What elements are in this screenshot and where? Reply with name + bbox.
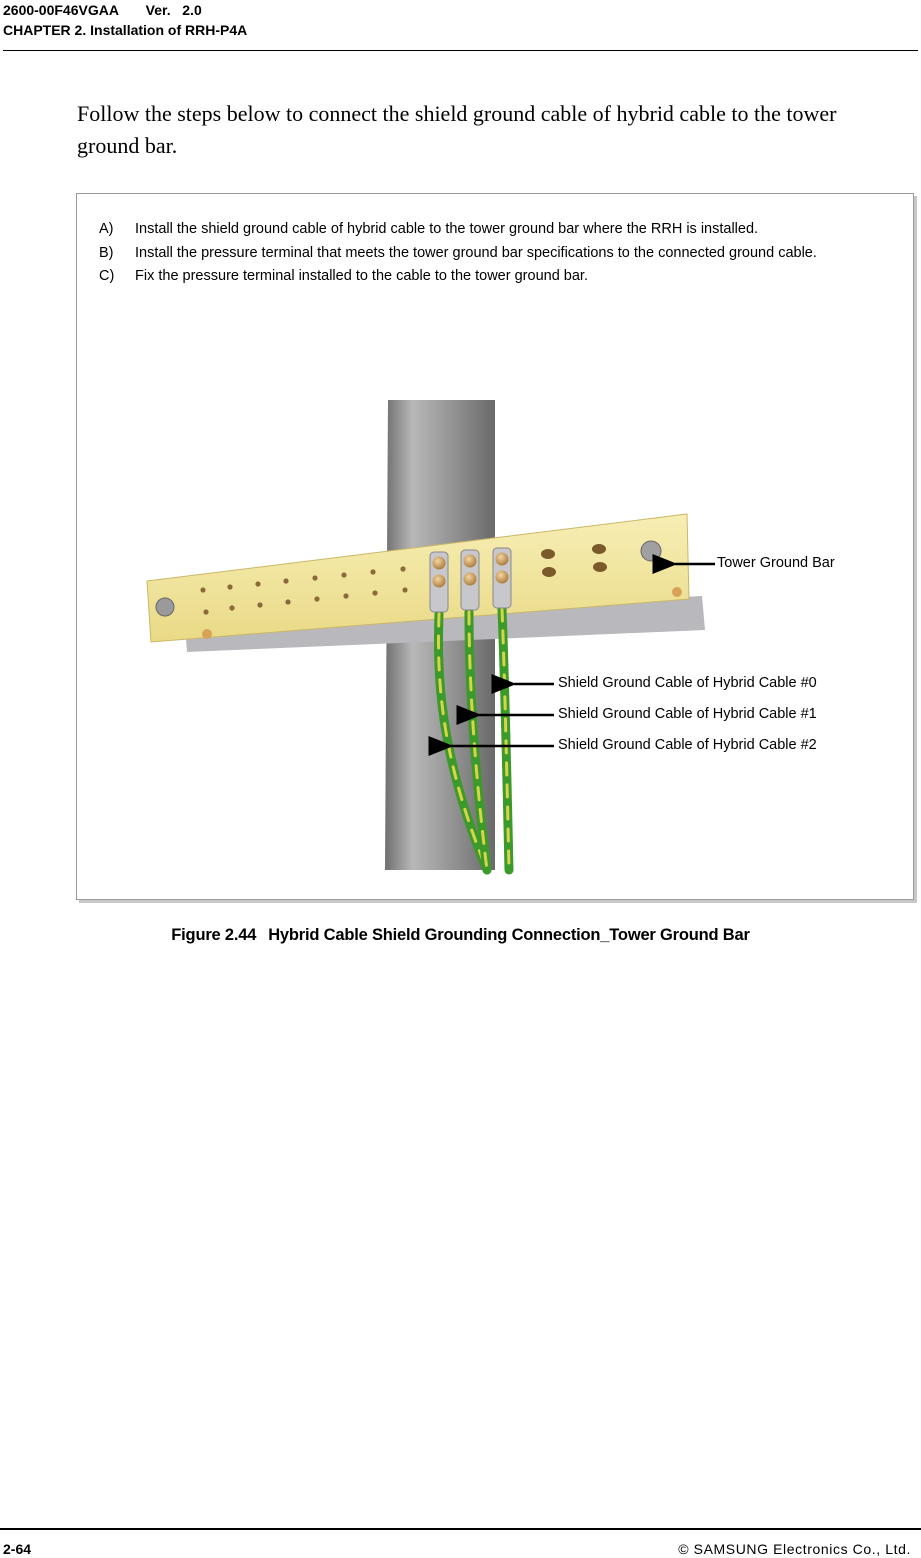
mounting-bolt-right — [640, 540, 662, 562]
header-version: 2.0 — [182, 2, 202, 18]
step-c: C) Fix the pressure terminal installed t… — [99, 265, 899, 289]
tower-ground-bar — [146, 513, 690, 643]
figure-caption: Figure 2.44 Hybrid Cable Shield Grounding… — [0, 926, 921, 945]
callout-cable-0: Shield Ground Cable of Hybrid Cable #0 — [558, 675, 817, 691]
cable-1 — [464, 607, 492, 875]
callout-arrows — [428, 554, 715, 756]
step-letter: C) — [99, 268, 115, 284]
step-text: Fix the pressure terminal installed to t… — [135, 268, 588, 284]
header-version-label: Ver. — [145, 2, 171, 18]
header-doc-id: 2600-00F46VGAA — [3, 2, 119, 18]
figure-number: Figure 2.44 — [171, 926, 257, 944]
figure-title: Hybrid Cable Shield Grounding Connection… — [268, 926, 750, 944]
shield-ground-cables — [434, 604, 514, 875]
callout-cable-2: Shield Ground Cable of Hybrid Cable #2 — [558, 737, 817, 753]
bar-holes — [200, 544, 607, 615]
page-header: 2600-00F46VGAA Ver. 2.0 CHAPTER 2. Insta… — [3, 0, 918, 51]
footer-rule — [0, 1528, 921, 1530]
pressure-terminals — [429, 547, 512, 613]
step-letter: A) — [99, 221, 114, 237]
callout-cable-1: Shield Ground Cable of Hybrid Cable #1 — [558, 706, 817, 722]
copyright: © SAMSUNG Electronics Co., Ltd. — [678, 1541, 911, 1557]
step-a: A) Install the shield ground cable of hy… — [99, 218, 899, 242]
cable-2 — [434, 609, 492, 875]
bar-backing-plate — [185, 596, 705, 652]
figure-frame: A) Install the shield ground cable of hy… — [76, 193, 914, 900]
step-letter: B) — [99, 244, 114, 261]
intro-paragraph: Follow the steps below to connect the sh… — [77, 101, 837, 158]
mounting-bolt-left — [155, 597, 175, 617]
grounding-photo — [146, 400, 715, 875]
cable-0 — [497, 604, 514, 875]
steps-list: A) Install the shield ground cable of hy… — [99, 218, 899, 289]
step-text: Install the pressure terminal that meets… — [135, 244, 817, 261]
step-b: B) Install the pressure terminal that me… — [99, 242, 899, 266]
step-text: Install the shield ground cable of hybri… — [135, 221, 759, 237]
callout-tower-ground-bar: Tower Ground Bar — [717, 555, 835, 571]
header-doc-line: 2600-00F46VGAA Ver. 2.0 — [3, 2, 202, 18]
page-number: 2-64 — [3, 1541, 32, 1557]
header-chapter: CHAPTER 2. Installation of RRH-P4A — [3, 22, 248, 38]
